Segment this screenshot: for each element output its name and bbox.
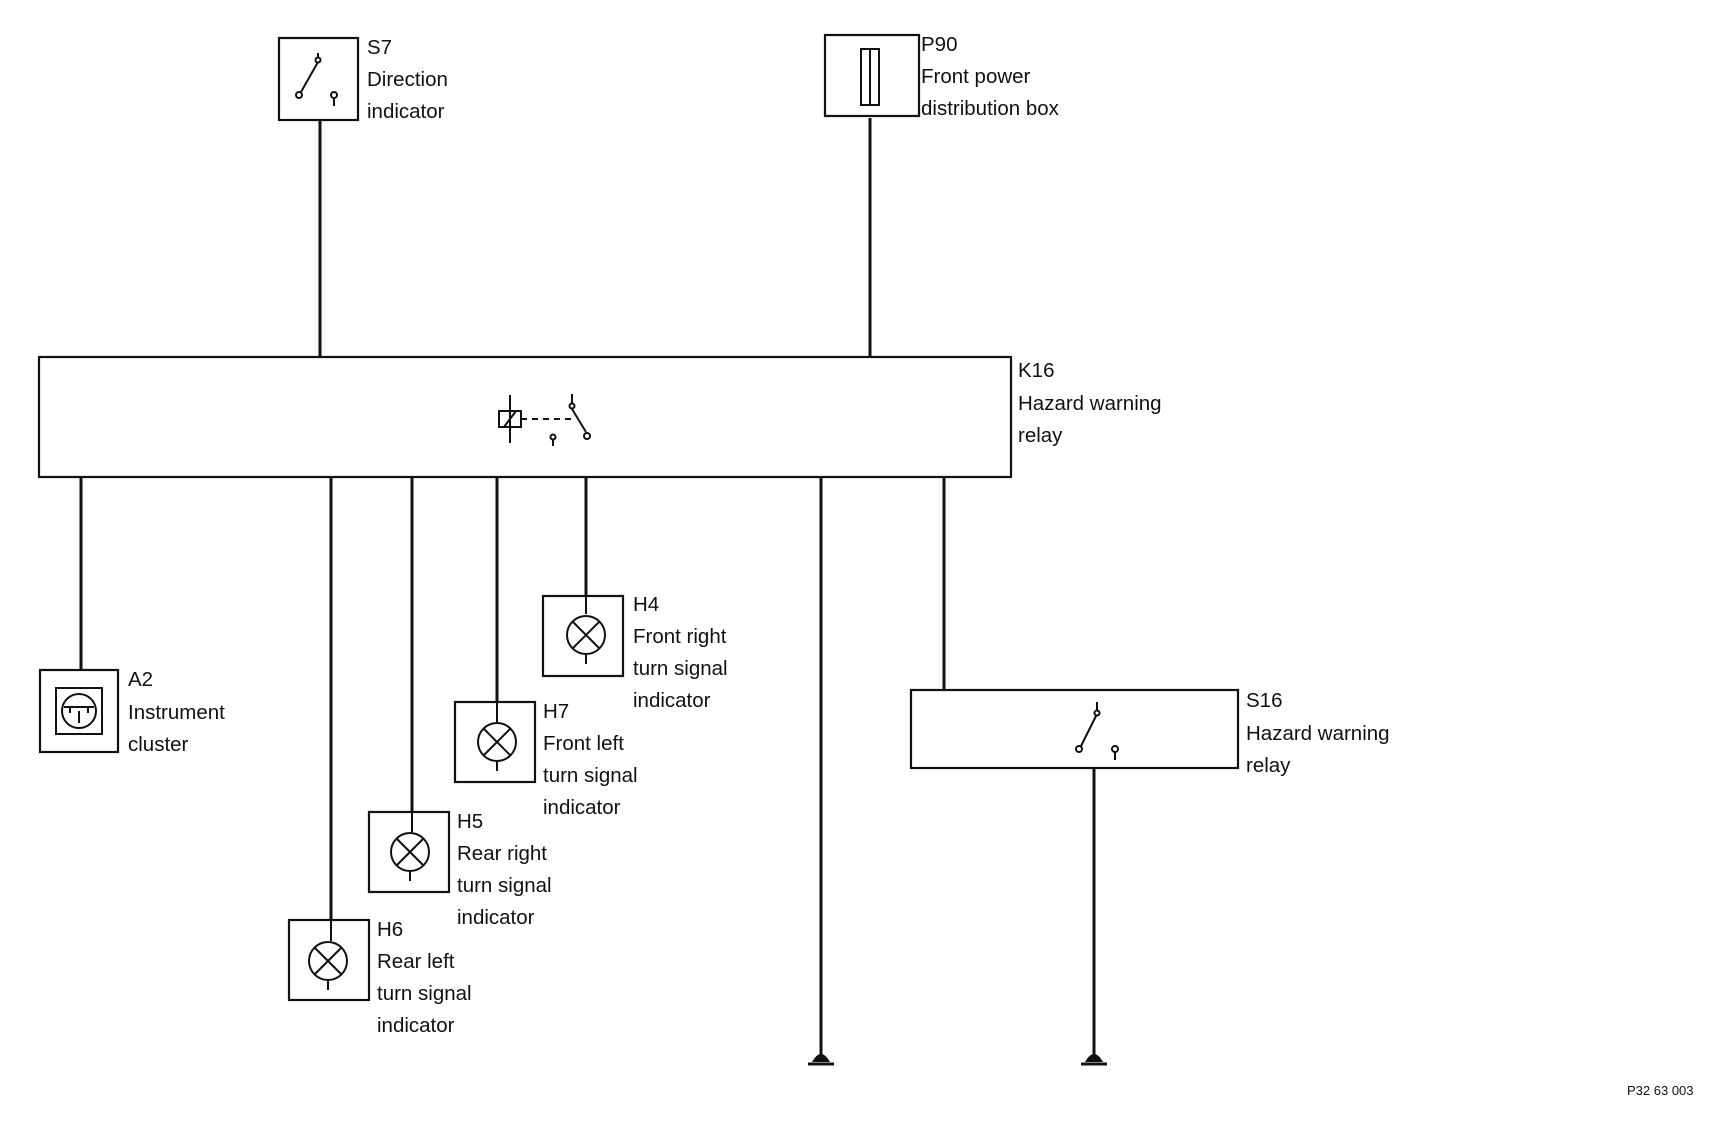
h5-code: H5 bbox=[457, 810, 483, 833]
k16-name-line1: Hazard warning bbox=[1018, 392, 1162, 415]
h7-name-line2: turn signal bbox=[543, 764, 638, 787]
h5-name-line3: indicator bbox=[457, 906, 535, 929]
a2-code: A2 bbox=[128, 668, 153, 691]
switch-symbol bbox=[295, 53, 338, 106]
switch-symbol bbox=[1075, 702, 1119, 760]
h4-name-line2: turn signal bbox=[633, 657, 728, 680]
k16-relay bbox=[37, 355, 1013, 479]
s16-name-line1: Hazard warning bbox=[1246, 722, 1390, 745]
h7-name-line3: indicator bbox=[543, 796, 621, 819]
h6-name-line1: Rear left bbox=[377, 950, 455, 973]
h6-lamp bbox=[287, 918, 371, 1002]
ground-symbol-right bbox=[1081, 1054, 1107, 1066]
p90-name-line1: Front power bbox=[921, 65, 1031, 88]
h5-name-line2: turn signal bbox=[457, 874, 552, 897]
instrument-cluster-icon bbox=[55, 687, 103, 735]
p90-fuse-box bbox=[823, 33, 921, 118]
s16-code: S16 bbox=[1246, 689, 1282, 712]
h4-lamp bbox=[541, 594, 625, 678]
s7-name-line2: indicator bbox=[367, 100, 445, 123]
h4-name-line1: Front right bbox=[633, 625, 727, 648]
s7-name-line1: Direction bbox=[367, 68, 448, 91]
h6-name-line3: indicator bbox=[377, 1014, 455, 1037]
k16-code: K16 bbox=[1018, 359, 1054, 382]
s7-switch bbox=[277, 36, 360, 122]
h7-lamp bbox=[453, 700, 537, 784]
lamp-icon bbox=[308, 920, 348, 990]
lamp-icon bbox=[566, 596, 606, 664]
lamp-icon bbox=[390, 812, 430, 881]
p90-code: P90 bbox=[921, 33, 957, 56]
h5-name-line1: Rear right bbox=[457, 842, 547, 865]
h4-name-line3: indicator bbox=[633, 689, 711, 712]
h6-code: H6 bbox=[377, 918, 403, 941]
ground-symbol-left bbox=[808, 1054, 834, 1066]
lamp-icon bbox=[477, 702, 517, 771]
figure-reference: P32 63 003 bbox=[1627, 1083, 1694, 1098]
h4-code: H4 bbox=[633, 593, 659, 616]
s16-switch bbox=[909, 688, 1240, 770]
s7-code: S7 bbox=[367, 36, 392, 59]
k16-name-line2: relay bbox=[1018, 424, 1063, 447]
fuse-icon bbox=[860, 48, 880, 106]
a2-name-line2: cluster bbox=[128, 733, 189, 756]
relay-symbol bbox=[498, 394, 591, 446]
h5-lamp bbox=[367, 810, 451, 894]
h7-name-line1: Front left bbox=[543, 732, 624, 755]
h7-code: H7 bbox=[543, 700, 569, 723]
a2-name-line1: Instrument bbox=[128, 701, 225, 724]
a2-instrument-cluster bbox=[38, 668, 120, 754]
h6-name-line2: turn signal bbox=[377, 982, 472, 1005]
s16-name-line2: relay bbox=[1246, 754, 1291, 777]
wires bbox=[79, 118, 1096, 1058]
p90-name-line2: distribution box bbox=[921, 97, 1060, 120]
